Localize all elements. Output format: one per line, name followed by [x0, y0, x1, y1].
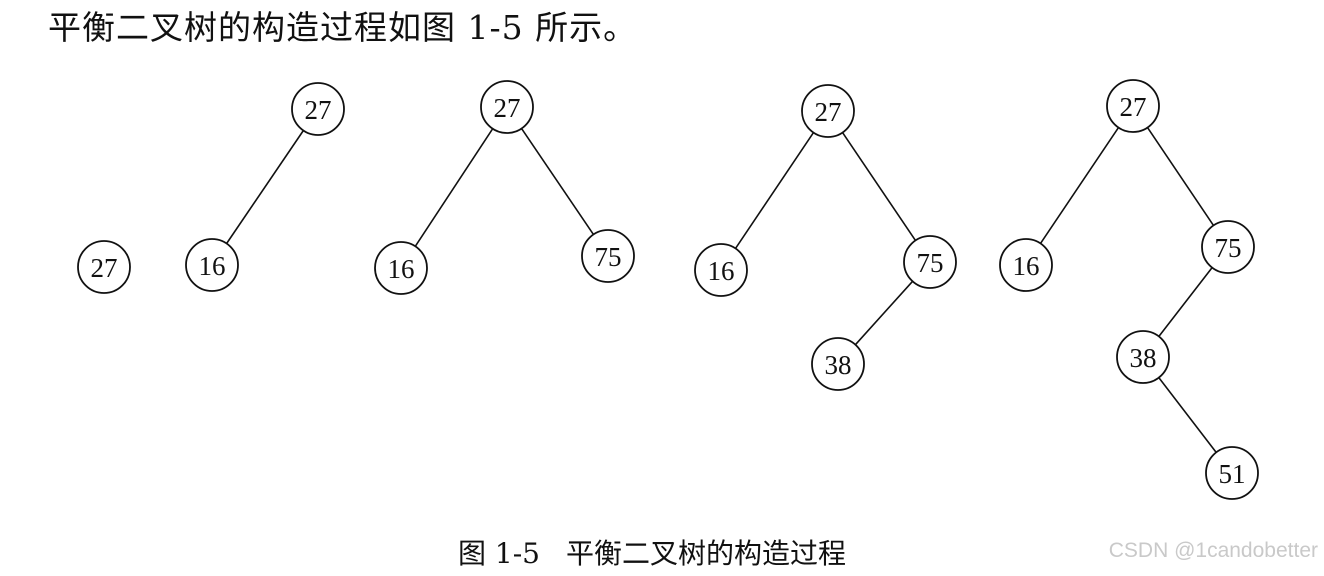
node-circle — [1205, 446, 1259, 500]
tree-step-4: 27 16 75 38 — [694, 84, 957, 391]
node-circle — [1106, 79, 1160, 133]
tree-node: 38 — [811, 337, 865, 391]
node-circle — [811, 337, 865, 391]
tree-edge — [854, 280, 914, 346]
node-label: 27 — [815, 97, 842, 127]
tree-step-2: 27 16 — [185, 82, 345, 292]
tree-node: 27 — [291, 82, 345, 136]
tree-node: 51 — [1205, 446, 1259, 500]
tree-step-5: 27 16 75 38 51 — [999, 79, 1259, 500]
tree-node: 27 — [1106, 79, 1160, 133]
node-label: 51 — [1219, 459, 1246, 489]
tree-step-1: 27 — [77, 240, 131, 294]
node-label: 75 — [917, 248, 944, 278]
node-label: 27 — [91, 253, 118, 283]
node-circle — [694, 243, 748, 297]
tree-node: 16 — [999, 238, 1053, 292]
tree-edge — [1146, 127, 1215, 226]
tree-edge — [1158, 267, 1213, 337]
tree-edge — [225, 130, 305, 244]
tree-node: 27 — [77, 240, 131, 294]
tree-node: 16 — [374, 241, 428, 295]
node-circle — [903, 235, 957, 289]
node-circle — [1116, 330, 1170, 384]
node-circle — [77, 240, 131, 294]
tree-node: 16 — [694, 243, 748, 297]
node-label: 75 — [595, 242, 622, 272]
tree-edge — [1039, 127, 1120, 244]
intro-paragraph: 平衡二叉树的构造过程如图 1-5 所示。 — [48, 8, 638, 47]
tree-node: 27 — [480, 80, 534, 134]
tree-node: 75 — [581, 229, 635, 283]
tree-edge — [1158, 377, 1217, 453]
watermark: CSDN @1candobetter — [1108, 539, 1318, 562]
node-label: 38 — [1130, 343, 1157, 373]
node-circle — [581, 229, 635, 283]
node-circle — [480, 80, 534, 134]
node-circle — [374, 241, 428, 295]
node-label: 16 — [199, 251, 226, 281]
node-label: 75 — [1215, 233, 1242, 263]
tree-node: 75 — [903, 235, 957, 289]
node-circle — [1201, 220, 1255, 274]
tree-node: 75 — [1201, 220, 1255, 274]
node-label: 16 — [388, 254, 415, 284]
tree-node: 38 — [1116, 330, 1170, 384]
tree-step-3: 27 16 75 — [374, 80, 635, 295]
node-label: 16 — [1013, 251, 1040, 281]
tree-edge — [414, 128, 494, 247]
figure-caption: 图 1-5 平衡二叉树的构造过程 — [458, 535, 846, 573]
node-label: 27 — [305, 95, 332, 125]
tree-edge — [520, 128, 595, 235]
node-circle — [291, 82, 345, 136]
node-circle — [999, 238, 1053, 292]
figure-title: 平衡二叉树的构造过程 — [566, 537, 847, 570]
node-label: 16 — [708, 256, 735, 286]
tree-node: 16 — [185, 238, 239, 292]
node-circle — [185, 238, 239, 292]
tree-edge — [841, 132, 917, 241]
tree-node: 27 — [801, 84, 855, 138]
node-label: 38 — [825, 350, 852, 380]
node-circle — [801, 84, 855, 138]
node-label: 27 — [494, 93, 521, 123]
tree-edge — [734, 132, 815, 249]
figure-number: 图 1-5 — [458, 537, 540, 570]
node-label: 27 — [1120, 92, 1147, 122]
